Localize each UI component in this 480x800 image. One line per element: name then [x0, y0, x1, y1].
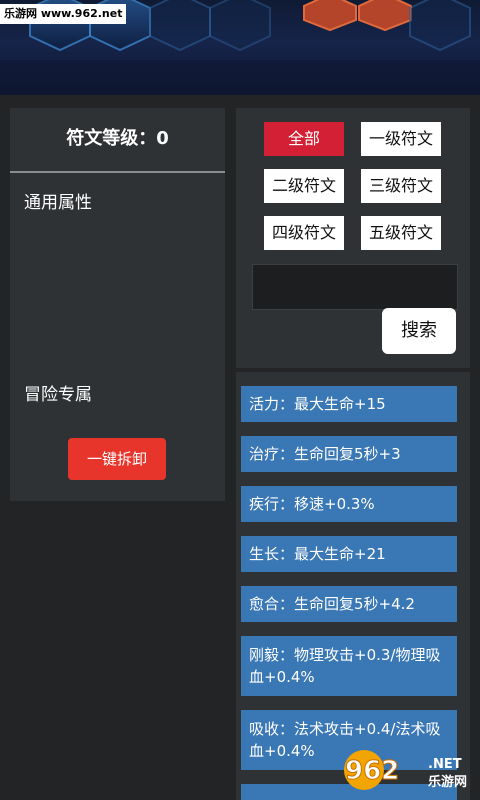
brand-logo: 962 .NET 乐游网	[344, 750, 467, 790]
filter-level-3[interactable]: 三级符文	[361, 169, 441, 203]
filter-level-1[interactable]: 一级符文	[361, 122, 441, 156]
filter-panel: 全部 一级符文 二级符文 三级符文 四级符文 五级符文 搜索	[236, 108, 470, 368]
rune-item[interactable]: 生长：最大生命+21	[241, 536, 457, 572]
filter-level-4[interactable]: 四级符文	[264, 216, 344, 250]
watermark: 乐游网 www.962.net	[0, 4, 127, 24]
search-input[interactable]	[252, 264, 458, 310]
rune-item[interactable]: 刚毅：物理攻击+0.3/物理吸血+0.4%	[241, 636, 457, 696]
search-button[interactable]: 搜索	[382, 308, 456, 354]
hexagon-decoration	[0, 0, 480, 95]
logo-domain: .NET	[428, 757, 462, 772]
filter-all[interactable]: 全部	[264, 122, 344, 156]
unequip-all-button[interactable]: 一键拆卸	[68, 438, 166, 480]
logo-circle	[344, 750, 384, 790]
general-attributes-label: 通用属性	[24, 193, 92, 213]
rune-item[interactable]: 治疗：生命回复5秒+3	[241, 436, 457, 472]
rune-list: 活力：最大生命+15 治疗：生命回复5秒+3 疾行：移速+0.3% 生长：最大生…	[236, 372, 470, 800]
rune-item[interactable]	[241, 784, 457, 800]
rune-item[interactable]: 疾行：移速+0.3%	[241, 486, 457, 522]
filter-level-5[interactable]: 五级符文	[361, 216, 441, 250]
rune-item[interactable]: 愈合：生命回复5秒+4.2	[241, 586, 457, 622]
logo-number: 962	[345, 756, 399, 786]
adventure-attributes-label: 冒险专属	[24, 385, 92, 405]
rune-item[interactable]: 活力：最大生命+15	[241, 386, 457, 422]
filter-level-2[interactable]: 二级符文	[264, 169, 344, 203]
header-banner: 乐游网 www.962.net	[0, 0, 480, 95]
rune-level-title: 符文等级：0	[10, 108, 225, 173]
logo-subtitle: 乐游网	[428, 774, 467, 790]
rune-stats-panel: 符文等级：0 通用属性 冒险专属 一键拆卸	[10, 108, 225, 501]
